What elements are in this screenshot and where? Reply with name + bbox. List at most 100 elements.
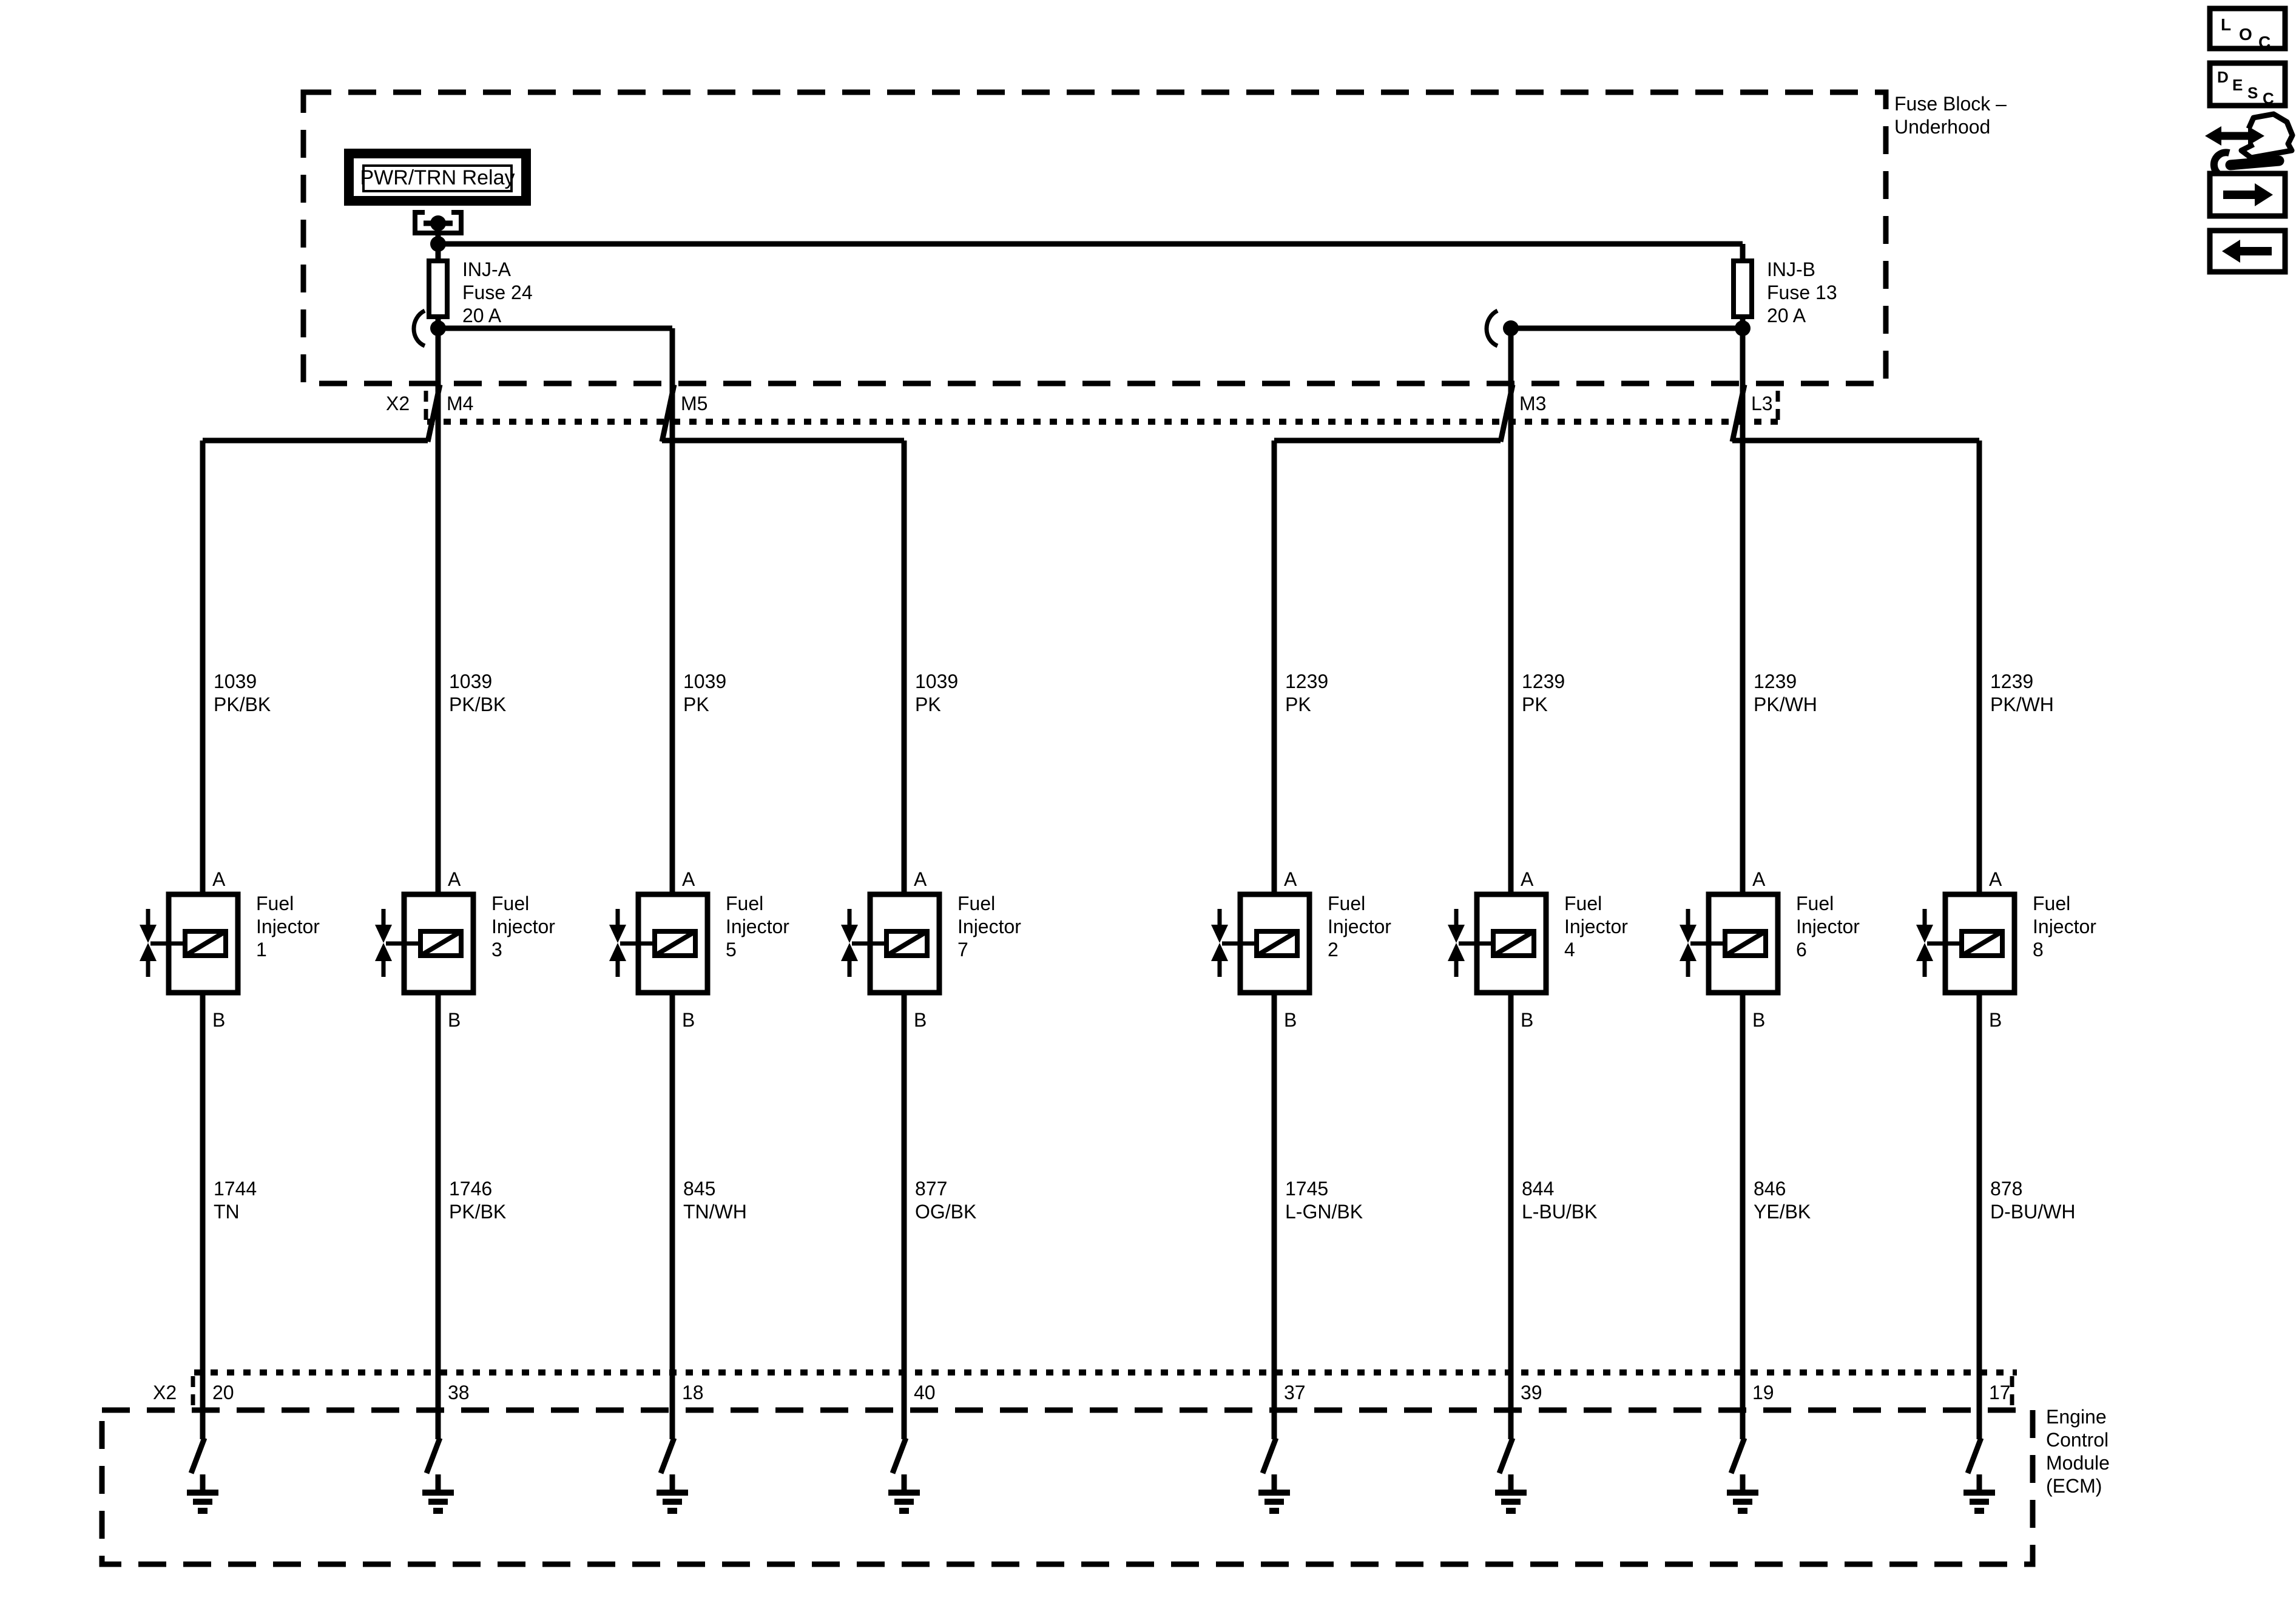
toolbar: L O C D E S C xyxy=(2205,5,2295,275)
fuse-a-name: INJ-A xyxy=(462,258,512,280)
ecm-driver-ground xyxy=(1495,1437,1527,1514)
device-name-line2: Injector xyxy=(1328,916,1391,937)
ecm-pin-number: 38 xyxy=(448,1382,470,1403)
ground-icon xyxy=(657,1490,688,1514)
fuse-a-rating: 20 A xyxy=(462,305,502,326)
forward-button[interactable] xyxy=(2207,170,2288,219)
ecm-pin-number: 40 xyxy=(914,1382,936,1403)
injector-valve-icon xyxy=(1680,909,1697,977)
ecm-label-line3: Module xyxy=(2046,1452,2110,1474)
top-connector-strip: X2 xyxy=(386,384,1784,442)
loc-letter-o: O xyxy=(2239,25,2252,44)
driver-switch-icon xyxy=(1260,1437,1279,1474)
pin-a-label: A xyxy=(1752,868,1766,890)
ecm-driver-ground xyxy=(1963,1437,1995,1514)
desc-button[interactable]: D E S C xyxy=(2207,60,2288,109)
injector-valve-icon xyxy=(1916,909,1933,977)
pin-b-label: B xyxy=(1752,1009,1765,1031)
supply-circuit-number: 1239 xyxy=(1522,670,1565,692)
fuel-injector-symbol: A B Fuel Injector 4 xyxy=(1448,868,1628,1031)
control-circuit-number: 846 xyxy=(1754,1178,1786,1200)
device-name-line1: Fuel xyxy=(1564,893,1602,914)
pin-a-label: A xyxy=(1989,868,2002,890)
left-arrow-icon xyxy=(2222,240,2272,263)
control-wire-color: D-BU/WH xyxy=(1990,1201,2075,1223)
top-pin-label: M3 xyxy=(1519,393,1546,414)
driver-switch-icon xyxy=(424,1437,443,1474)
right-arrow-icon xyxy=(2223,183,2273,206)
injector-column: M3 1239 PK A B Fuel Injector 4 844 L-BU/… xyxy=(1448,393,1628,1514)
ecm-label-line4: (ECM) xyxy=(2046,1475,2102,1497)
top-pin-label: M4 xyxy=(447,393,473,414)
bottom-connector-label: X2 xyxy=(153,1382,177,1403)
injector-column: 1039 PK/BK A B Fuel Injector 1 1744 TN 2… xyxy=(140,441,320,1514)
ecm-driver-ground xyxy=(657,1437,688,1514)
driver-switch-icon xyxy=(658,1437,677,1474)
fuse-block-label-line2: Underhood xyxy=(1894,116,1990,138)
fuse-clip-icon xyxy=(1484,308,1499,348)
service-info-button[interactable] xyxy=(2205,111,2295,181)
device-name-line2: Injector xyxy=(726,916,789,937)
device-name-line2: Injector xyxy=(491,916,555,937)
supply-wire-color: PK xyxy=(915,694,941,715)
supply-circuit-number: 1039 xyxy=(449,670,492,692)
device-number: 7 xyxy=(957,939,968,960)
device-name-line2: Injector xyxy=(256,916,320,937)
device-name-line1: Fuel xyxy=(1796,893,1834,914)
driver-switch-icon xyxy=(1728,1437,1747,1474)
device-name-line1: Fuel xyxy=(2033,893,2070,914)
ecm-border xyxy=(99,1407,2036,1567)
ecm-module: X2 Engine Control Module (ECM) xyxy=(99,1369,2110,1567)
control-wire-color: PK/BK xyxy=(449,1201,506,1223)
ecm-pin-number: 39 xyxy=(1521,1382,1542,1403)
supply-wire-color: PK/WH xyxy=(1990,694,2054,715)
control-wire-color: OG/BK xyxy=(915,1201,976,1223)
ecm-pin-number: 17 xyxy=(1989,1382,2011,1403)
pin-b-label: B xyxy=(212,1009,225,1031)
terminal-slant-icon xyxy=(659,384,677,442)
fuel-injector-symbol: A B Fuel Injector 2 xyxy=(1211,868,1391,1031)
loc-button[interactable]: L O C xyxy=(2207,5,2288,52)
terminal-slant-icon xyxy=(1497,384,1516,442)
pin-b-label: B xyxy=(1989,1009,2002,1031)
device-name-line1: Fuel xyxy=(1328,893,1365,914)
ground-icon xyxy=(888,1490,920,1514)
ecm-pin-number: 19 xyxy=(1752,1382,1774,1403)
ecm-driver-ground xyxy=(1727,1437,1758,1514)
device-number: 6 xyxy=(1796,939,1807,960)
relay-label: PWR/TRN Relay xyxy=(360,166,515,189)
control-wire-color: YE/BK xyxy=(1754,1201,1811,1223)
top-connector-label: X2 xyxy=(386,393,410,414)
supply-circuit-number: 1039 xyxy=(683,670,726,692)
pin-a-label: A xyxy=(914,868,927,890)
injector-valve-icon xyxy=(609,909,626,977)
ground-icon xyxy=(1727,1490,1758,1514)
fuse-block-border xyxy=(300,89,1889,387)
fuel-injector-symbol: A B Fuel Injector 7 xyxy=(841,868,1021,1031)
device-name-line1: Fuel xyxy=(957,893,995,914)
control-wire-color: L-BU/BK xyxy=(1522,1201,1597,1223)
supply-circuit-number: 1239 xyxy=(1285,670,1328,692)
pin-b-label: B xyxy=(914,1009,927,1031)
top-pin-label: L3 xyxy=(1751,393,1773,414)
terminal-slant-icon xyxy=(1729,384,1747,442)
back-button[interactable] xyxy=(2207,228,2288,275)
pin-a-label: A xyxy=(682,868,695,890)
ground-icon xyxy=(1963,1490,1995,1514)
device-name-line2: Injector xyxy=(957,916,1021,937)
wrench-hand-icon xyxy=(2205,111,2295,181)
supply-wire-color: PK/WH xyxy=(1754,694,1817,715)
device-number: 5 xyxy=(726,939,737,960)
fuse-clip-icon xyxy=(411,308,426,348)
control-circuit-number: 877 xyxy=(915,1178,947,1200)
supply-wire-color: PK xyxy=(683,694,709,715)
pin-a-label: A xyxy=(212,868,226,890)
ecm-label-line1: Engine xyxy=(2046,1406,2107,1428)
fuel-injector-symbol: A B Fuel Injector 3 xyxy=(375,868,555,1031)
ecm-label-line2: Control xyxy=(2046,1429,2109,1451)
fuse-block-label-line1: Fuse Block – xyxy=(1894,93,2007,115)
ecm-driver-ground xyxy=(422,1437,454,1514)
device-number: 2 xyxy=(1328,939,1339,960)
